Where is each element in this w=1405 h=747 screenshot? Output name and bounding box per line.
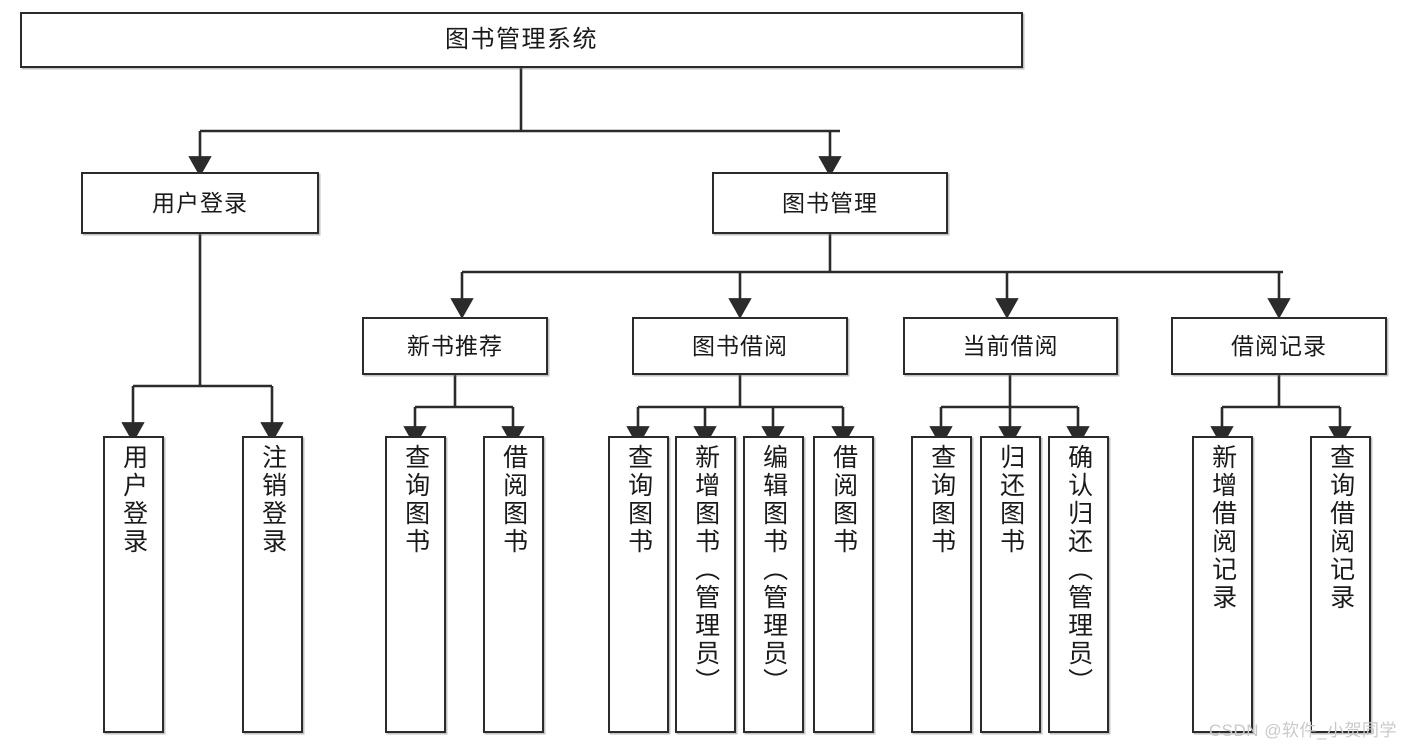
- node-root-system[interactable]: 图书管理系统: [20, 12, 1023, 68]
- watermark: CSDN @软件_小贺同学: [1208, 721, 1397, 740]
- leaf-confirm-return-admin[interactable]: 确认归还（管理员）: [1048, 436, 1109, 733]
- node-label: 查询图书: [624, 444, 653, 556]
- node-new-book-recommend[interactable]: 新书推荐: [362, 317, 548, 375]
- node-label: 图书管理: [782, 189, 878, 216]
- node-user-login[interactable]: 用户登录: [81, 172, 319, 234]
- node-book-management[interactable]: 图书管理: [712, 172, 948, 234]
- node-label: 图书管理系统: [445, 26, 598, 53]
- node-label: 查询图书: [401, 444, 430, 556]
- node-label: 新书推荐: [407, 332, 503, 359]
- node-label: 归还图书: [996, 444, 1025, 556]
- node-label: 查询借阅记录: [1326, 444, 1355, 612]
- node-label: 注销登录: [258, 444, 287, 556]
- node-label: 编辑图书（管理员）: [759, 444, 788, 696]
- node-book-borrow[interactable]: 图书借阅: [632, 317, 848, 375]
- node-label: 用户登录: [152, 189, 248, 216]
- node-label: 借阅记录: [1231, 332, 1327, 359]
- leaf-query-borrow-record[interactable]: 查询借阅记录: [1310, 436, 1371, 733]
- leaf-edit-book-admin[interactable]: 编辑图书（管理员）: [743, 436, 804, 733]
- node-borrow-record[interactable]: 借阅记录: [1171, 317, 1387, 375]
- leaf-query-books-current[interactable]: 查询图书: [911, 436, 972, 733]
- node-label: 确认归还（管理员）: [1064, 444, 1093, 696]
- leaf-logout[interactable]: 注销登录: [242, 436, 303, 733]
- leaf-add-borrow-record[interactable]: 新增借阅记录: [1192, 436, 1253, 733]
- leaf-return-books[interactable]: 归还图书: [980, 436, 1041, 733]
- node-label: 借阅图书: [829, 444, 858, 556]
- leaf-user-login[interactable]: 用户登录: [103, 436, 164, 733]
- node-label: 借阅图书: [499, 444, 528, 556]
- node-label: 查询图书: [927, 444, 956, 556]
- leaf-query-books-borrow[interactable]: 查询图书: [608, 436, 669, 733]
- leaf-borrow-books-recommend[interactable]: 借阅图书: [483, 436, 544, 733]
- node-current-borrow[interactable]: 当前借阅: [903, 317, 1118, 375]
- node-label: 新增图书（管理员）: [691, 444, 720, 696]
- node-label: 图书借阅: [692, 332, 788, 359]
- node-label: 当前借阅: [962, 332, 1059, 359]
- node-label: 新增借阅记录: [1208, 444, 1237, 612]
- leaf-borrow-books[interactable]: 借阅图书: [813, 436, 874, 733]
- node-label: 用户登录: [119, 444, 148, 556]
- leaf-query-books-recommend[interactable]: 查询图书: [385, 436, 446, 733]
- leaf-add-book-admin[interactable]: 新增图书（管理员）: [675, 436, 736, 733]
